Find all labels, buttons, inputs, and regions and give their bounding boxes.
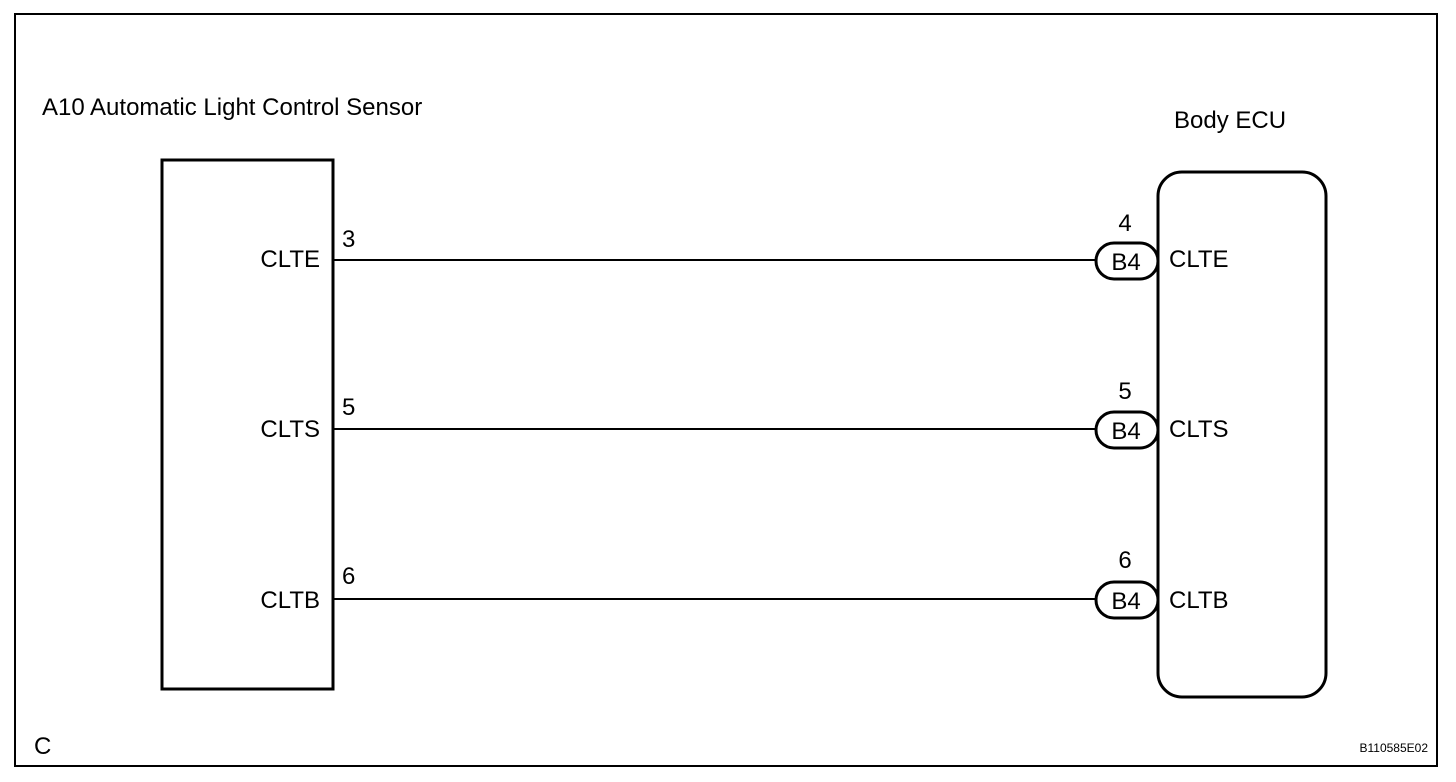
sensor-pin-name: CLTB <box>260 587 320 614</box>
figure-id: B110585E02 <box>1359 741 1428 755</box>
ecu-pin-number: 4 <box>1118 210 1131 237</box>
ecu-pin-number: 5 <box>1118 378 1131 405</box>
ecu-pin-name: CLTS <box>1169 416 1229 443</box>
sensor-box <box>160 158 335 691</box>
ecu-pin-name: CLTB <box>1169 587 1229 614</box>
connector-badge <box>1094 241 1160 281</box>
diagram-frame <box>14 13 1438 767</box>
connector-label: B4 <box>1111 249 1140 276</box>
wire-row-cltb: CLTB 6 B4 6 CLTB <box>260 547 1229 620</box>
connector-badge <box>1094 410 1160 450</box>
ecu-pin-number: 6 <box>1118 547 1131 574</box>
connector-badge <box>1094 580 1160 620</box>
connector-label: B4 <box>1111 588 1140 615</box>
wire-row-clte: CLTE 3 B4 4 CLTE <box>260 210 1229 281</box>
sensor-title: A10 Automatic Light Control Sensor <box>42 94 422 121</box>
ecu-title: Body ECU <box>1174 107 1286 134</box>
ecu-pin-name: CLTE <box>1169 246 1229 273</box>
connector-label: B4 <box>1111 418 1140 445</box>
corner-letter: C <box>34 733 51 760</box>
sensor-pin-number: 3 <box>342 226 355 253</box>
sensor-pin-name: CLTE <box>260 246 320 273</box>
sensor-pin-number: 6 <box>342 563 355 590</box>
sensor-pin-name: CLTS <box>260 416 320 443</box>
wire-row-clts: CLTS 5 B4 5 CLTS <box>260 378 1229 450</box>
sensor-pin-number: 5 <box>342 394 355 421</box>
